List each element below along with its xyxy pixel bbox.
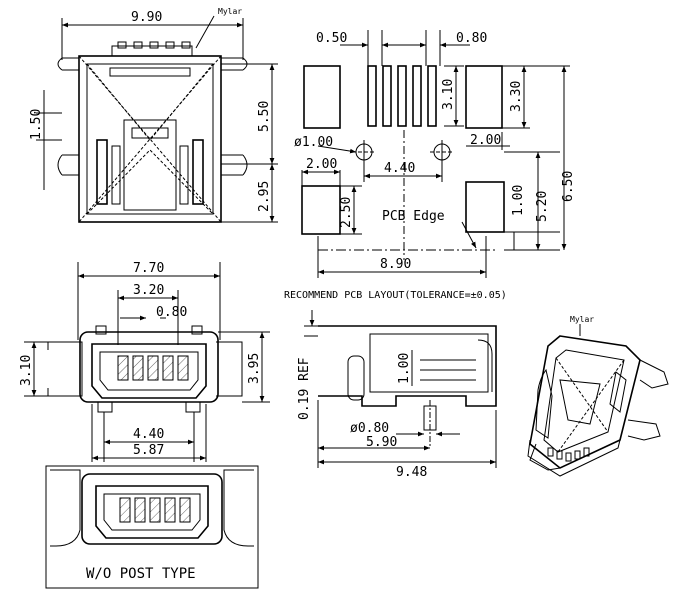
pcb-right-h1: 1.00 [511, 185, 526, 216]
side-overall: 9.48 [396, 465, 427, 480]
front-view: 7.70 3.20 0.80 3.10 [19, 261, 270, 462]
isometric-view: Mylar [527, 315, 669, 477]
pcb-big-pad-h: 3.30 [509, 81, 524, 112]
front-bottom-a: 4.40 [133, 427, 164, 442]
wo-post-label: W/O POST TYPE [86, 566, 196, 582]
wo-post-frame [45, 465, 259, 589]
front-bottom-b: 5.87 [133, 443, 164, 458]
pcb-pad-right-top [465, 65, 503, 129]
pcb-right-h2: 5.20 [535, 191, 550, 222]
pcb-caption: RECOMMEND PCB LAYOUT(TOLERANCE=±0.05) [284, 290, 507, 301]
top-mylar-label: Mylar [218, 7, 242, 16]
pcb-pad-left-bottom [301, 185, 341, 235]
iso-mylar-label: Mylar [570, 315, 594, 324]
pcb-hole-span: 4.40 [384, 161, 415, 176]
top-view: 9.90 Mylar 1.50 [29, 7, 278, 223]
pcb-hole-dim: ø1.00 [294, 135, 333, 150]
pcb-overall-w: 8.90 [380, 257, 411, 272]
pcb-left-h: 2.50 [339, 197, 354, 228]
pcb-signal-pads [367, 65, 437, 127]
front-left-h: 3.10 [19, 355, 34, 386]
front-inner-w: 3.20 [133, 283, 164, 298]
pcb-right-h3: 6.50 [561, 171, 576, 202]
pcb-pitch-b: 0.80 [456, 31, 487, 46]
side-post-d: ø0.80 [350, 421, 389, 436]
top-right-upper-dim: 5.50 [257, 101, 272, 132]
pcb-pad-h: 3.10 [441, 79, 456, 110]
pcb-edge-label: PCB Edge [382, 209, 445, 224]
pcb-pad-left-top [303, 65, 341, 129]
front-pins [117, 355, 189, 381]
side-pin-h: 1.00 [397, 353, 412, 384]
side-post-span: 5.90 [366, 435, 397, 450]
pcb-layout: 0.50 0.80 3.10 3.30 ø1.00 4.40 [284, 30, 576, 301]
top-right-lower-dim: 2.95 [257, 181, 272, 212]
top-left-dim: 1.50 [29, 109, 44, 140]
front-pitch: 0.80 [156, 305, 187, 320]
pcb-pad-right-bottom [465, 181, 505, 233]
front-overall-w: 7.70 [133, 261, 164, 276]
top-width-dim: 9.90 [131, 10, 162, 25]
front-right-h: 3.95 [247, 353, 262, 384]
iso-pins [547, 447, 590, 462]
pcb-pitch-a: 0.50 [316, 31, 347, 46]
pcb-left-w: 2.00 [306, 157, 337, 172]
pcb-right-w: 2.00 [470, 133, 501, 148]
wo-post-pins [119, 497, 191, 523]
side-view: 0.19 REF 1.00 ø0.80 5.90 9.48 [297, 310, 497, 480]
side-ref-dim: 0.19 REF [297, 357, 312, 420]
wo-post-view: W/O POST TYPE [45, 465, 259, 589]
